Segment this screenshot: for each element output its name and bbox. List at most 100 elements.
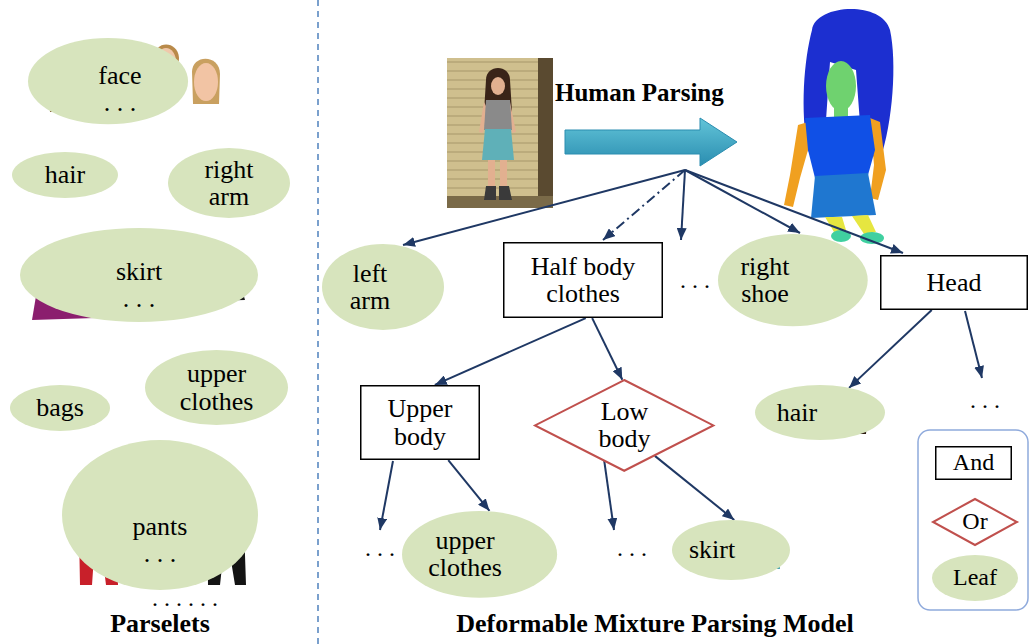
text-group: Upper body (380, 395, 460, 450)
node-label: Head (927, 269, 982, 296)
leaf-ellipse: face. . . (28, 38, 188, 124)
text-group: hair (45, 161, 85, 188)
input-photo (500, 160, 507, 190)
tree-arrow (403, 170, 685, 245)
text-group: skirt (689, 536, 735, 563)
text-group: Low body (589, 398, 659, 453)
ellipsis-label: . . . (970, 387, 1000, 413)
and-box: Upper body (360, 385, 480, 460)
ellipsis-label: . . . (680, 267, 710, 293)
text-group: right shoe (730, 253, 800, 308)
panel-divider (317, 0, 319, 644)
leaf-ellipse: upper clothes (145, 350, 288, 425)
legend-item: And (935, 446, 1012, 480)
legend-label: Or (962, 509, 987, 534)
node-label: left arm (340, 260, 400, 315)
tree-connector (849, 310, 932, 388)
legend-item: Or (932, 498, 1018, 546)
text-group: bags (36, 394, 84, 421)
text-group: Half body clothes (518, 253, 648, 308)
text-group: right arm (194, 156, 264, 211)
input-photo (447, 58, 553, 208)
input-photo (482, 129, 514, 160)
input-photo (538, 58, 553, 208)
input-photo (484, 100, 512, 130)
and-box: Head (880, 255, 1028, 310)
input-photo (491, 77, 505, 95)
parsing-result (805, 115, 875, 178)
node-label: right shoe (730, 253, 800, 308)
tree-arrow (965, 311, 982, 378)
tree-arrow (685, 170, 800, 233)
shape-outline (504, 243, 663, 318)
input-photo (488, 160, 495, 190)
parsing-result (784, 9, 893, 244)
leaf-ellipse: right shoe (718, 234, 868, 326)
shape-outline (361, 386, 480, 460)
node-label: upper clothes (420, 527, 510, 582)
node-label: Half body clothes (518, 253, 648, 308)
face-thumbnails (194, 63, 218, 101)
shape-outline (932, 555, 1018, 601)
shape-outline (20, 228, 258, 322)
text-group: pants. . . (133, 513, 188, 568)
text-group: left arm (340, 260, 400, 315)
panel-title: Human Parsing (555, 79, 724, 107)
leaf-ellipse: left arm (322, 244, 444, 330)
node-label: Low body (589, 398, 659, 453)
node-label: . . . (98, 89, 141, 116)
text-group: upper clothes (172, 360, 262, 415)
node-label: upper clothes (172, 360, 262, 415)
legend-label: And (953, 450, 994, 475)
text-group: upper clothes (420, 527, 510, 582)
node-label: skirt (116, 258, 162, 285)
leaf-ellipse: pants. . . (62, 440, 258, 590)
ellipsis-label: . . . . . . (152, 585, 218, 611)
leaf-ellipse: skirt (672, 520, 790, 580)
legend-label: Leaf (953, 565, 997, 590)
legend-frame (918, 430, 1028, 610)
text-group: Leaf (953, 565, 997, 590)
leaf-ellipse: upper clothes (402, 511, 557, 598)
tree-connector (592, 318, 622, 380)
input-photo (447, 58, 553, 208)
tree-connector (435, 318, 586, 385)
shape-outline (672, 520, 790, 580)
node-label: skirt (689, 536, 735, 563)
shape-outline (535, 380, 713, 471)
input-photo (484, 186, 496, 200)
tree-arrow (380, 461, 393, 530)
shape-outline (881, 256, 1028, 310)
text-group: And (953, 450, 994, 475)
text-group: face. . . (98, 62, 141, 117)
shape-outline (10, 385, 110, 431)
shape-outline (28, 38, 188, 124)
node-label: hair (45, 161, 85, 188)
tree-arrow (681, 170, 685, 240)
parsing-result (834, 104, 848, 118)
node-label: bags (36, 394, 84, 421)
shape-outline (933, 499, 1017, 545)
node-outline (755, 385, 885, 440)
shape-outline (145, 350, 288, 425)
node-label: hair (777, 399, 817, 426)
leaf-ellipse: hair (12, 152, 118, 198)
tree-arrow (380, 170, 982, 530)
parsing-result (852, 215, 876, 234)
text-group: Head (927, 269, 982, 296)
node-label: right arm (194, 156, 264, 211)
shape-outline (718, 234, 868, 326)
shape-outline (168, 148, 290, 218)
shape-outline (322, 244, 444, 330)
shape-outline (755, 385, 885, 440)
process-arrow (565, 118, 737, 166)
node-label: . . . (133, 540, 188, 567)
leaf-ellipse: right arm (168, 148, 290, 218)
or-diamond: Low body (534, 379, 714, 472)
input-photo (499, 186, 512, 200)
panel-title: Deformable Mixture Parsing Model (456, 610, 853, 639)
ellipsis-label: . . . (617, 535, 647, 561)
node-label: face (98, 62, 141, 89)
leaf-ellipse: skirt. . . (20, 228, 258, 322)
